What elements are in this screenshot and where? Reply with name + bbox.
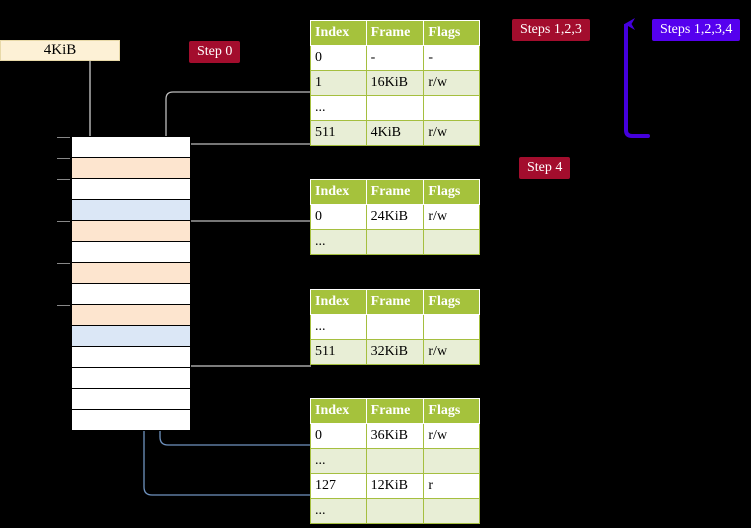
wire-steps-bracket: [624, 18, 650, 138]
virtual-address-box: 4KiB: [0, 40, 120, 61]
frame-tick: [57, 158, 70, 159]
column-header-flags: Flags: [423, 398, 480, 424]
virtual-address-label: 4KiB: [43, 42, 77, 58]
table-cell: r/w: [423, 423, 480, 449]
memory-frame-row: [72, 263, 190, 284]
table-cell: [423, 448, 480, 474]
table-row: ...: [310, 229, 480, 255]
badge-steps-1-2-3: Steps 1,2,3: [512, 19, 590, 41]
memory-frame-row: [72, 326, 190, 347]
column-header-frame: Frame: [365, 179, 425, 205]
table-cell: ...: [310, 314, 367, 340]
table-cell: 127: [310, 473, 367, 499]
frame-tick: [57, 221, 70, 222]
table-cell: [423, 314, 480, 340]
memory-frame-row: [72, 389, 190, 410]
memory-frame-row: [72, 242, 190, 263]
table-cell: [365, 229, 425, 255]
table-cell: [423, 95, 480, 121]
column-header-index: Index: [310, 289, 367, 315]
memory-frame-row: [72, 179, 190, 200]
table-cell: 1: [310, 70, 367, 96]
column-header-flags: Flags: [423, 179, 480, 205]
table-cell: ...: [310, 498, 367, 524]
table-cell: 0: [310, 204, 367, 230]
badge-step-4: Step 4: [519, 157, 571, 179]
column-header-index: Index: [310, 398, 367, 424]
table-cell: r: [423, 473, 480, 499]
table-row: ...: [310, 314, 480, 340]
wire-pt0-row511: [175, 143, 311, 229]
table-row: ...: [310, 448, 480, 474]
table-cell: [365, 498, 425, 524]
column-header-frame: Frame: [365, 20, 425, 46]
memory-frame-row: [72, 284, 190, 305]
memory-frame-row: [72, 347, 190, 368]
column-header-frame: Frame: [365, 289, 425, 315]
table-cell: 12KiB: [365, 473, 425, 499]
table-cell: 511: [310, 120, 367, 146]
memory-frame-row: [72, 158, 190, 179]
table-cell: r/w: [423, 339, 480, 365]
column-header-flags: Flags: [423, 20, 480, 46]
table-cell: 16KiB: [365, 70, 425, 96]
table-cell: [365, 448, 425, 474]
memory-frame-row: [72, 221, 190, 242]
memory-frame-row: [72, 410, 190, 431]
column-header-frame: Frame: [365, 398, 425, 424]
column-header-flags: Flags: [423, 289, 480, 315]
wire-pt1-row0: [181, 220, 311, 272]
table-cell: r/w: [423, 120, 480, 146]
memory-frame-row: [72, 200, 190, 221]
memory-frame-row: [72, 305, 190, 326]
table-cell: r/w: [423, 70, 480, 96]
wire-pt2-row511: [181, 305, 311, 367]
table-cell: [423, 498, 480, 524]
table-cell: 32KiB: [365, 339, 425, 365]
table-cell: [365, 314, 425, 340]
frame-tick: [57, 263, 70, 264]
badge-steps-1-2-3-4: Steps 1,2,3,4: [652, 19, 741, 41]
table-cell: ...: [310, 95, 367, 121]
table-cell: -: [365, 45, 425, 71]
table-cell: 511: [310, 339, 367, 365]
table-cell: ...: [310, 448, 367, 474]
frame-tick: [57, 179, 70, 180]
table-cell: r/w: [423, 204, 480, 230]
table-cell: 0: [310, 45, 367, 71]
table-cell: 36KiB: [365, 423, 425, 449]
physical-memory-column: [71, 136, 191, 431]
table-cell: 4KiB: [365, 120, 425, 146]
table-row: ...: [310, 95, 480, 121]
frame-tick: [57, 137, 70, 138]
memory-frame-row: [72, 137, 190, 158]
table-cell: [423, 229, 480, 255]
table-cell: 24KiB: [365, 204, 425, 230]
table-cell: 0: [310, 423, 367, 449]
column-header-index: Index: [310, 20, 367, 46]
table-cell: [365, 95, 425, 121]
frame-tick: [57, 305, 70, 306]
table-row: ...: [310, 498, 480, 524]
column-header-index: Index: [310, 179, 367, 205]
badge-step-0: Step 0: [189, 41, 241, 63]
table-cell: ...: [310, 229, 367, 255]
table-row: 0--: [310, 45, 480, 71]
memory-frame-row: [72, 368, 190, 389]
table-cell: -: [423, 45, 480, 71]
